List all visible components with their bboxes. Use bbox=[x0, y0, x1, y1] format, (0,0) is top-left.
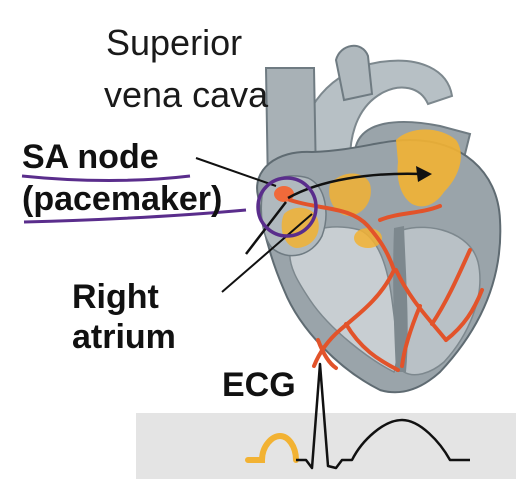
ecg-p-wave bbox=[245, 432, 299, 463]
left-ventricle-inner bbox=[398, 226, 481, 376]
conduction-pathways bbox=[288, 198, 484, 372]
sa-node-leader-line bbox=[195, 157, 277, 187]
ecg-label: ECG bbox=[222, 366, 296, 404]
purkinje-fiber-4 bbox=[444, 288, 484, 342]
superior-vena-cava-label-line1: Superior bbox=[106, 22, 243, 63]
sa-node-underline bbox=[21, 174, 191, 182]
arrow-head-left-atrium bbox=[416, 166, 432, 182]
atrial-band-highlight bbox=[329, 173, 371, 216]
right-atrium-leader-line bbox=[221, 213, 313, 293]
sa-node-label-line1: SA node bbox=[22, 138, 159, 176]
purkinje-fiber-1 bbox=[344, 322, 400, 372]
ecg-trace bbox=[296, 362, 470, 470]
right-bundle-branch bbox=[312, 268, 396, 368]
sa-node-label-line2: (pacemaker) bbox=[22, 180, 223, 218]
bundle-of-his bbox=[288, 198, 396, 272]
septum bbox=[393, 226, 408, 372]
aorta-arch bbox=[298, 59, 454, 162]
right-atrium-highlight bbox=[281, 207, 319, 248]
purkinje-fiber-6 bbox=[378, 204, 442, 222]
purkinje-fiber-3 bbox=[430, 248, 472, 326]
left-atrium-highlight bbox=[396, 129, 461, 207]
purkinje-fiber-2 bbox=[316, 338, 338, 370]
right-atrium-label-line1: Right bbox=[72, 278, 159, 316]
purkinje-fiber-5 bbox=[400, 304, 422, 368]
superior-vena-cava-label-line2: vena cava bbox=[104, 74, 269, 115]
right-atrium-label-line2: atrium bbox=[72, 318, 176, 356]
branch-vessel bbox=[334, 45, 374, 102]
heart-illustration bbox=[256, 45, 502, 394]
pacemaker-underline bbox=[23, 208, 247, 224]
sa-node-annotation-circle bbox=[256, 176, 318, 238]
arrow-to-left-atrium bbox=[287, 172, 425, 200]
